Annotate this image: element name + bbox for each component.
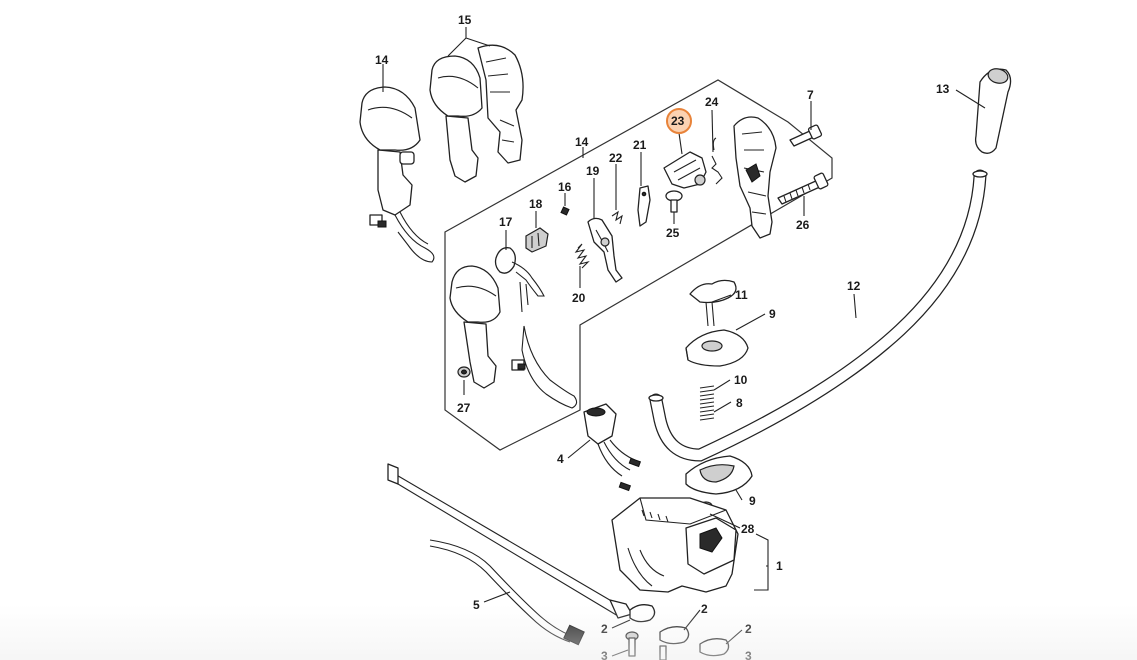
callout-16[interactable]: 16: [558, 180, 572, 194]
screw-part-2[interactable]: [659, 645, 667, 660]
leg-spring-part[interactable]: [711, 137, 723, 185]
callout-13[interactable]: 13: [936, 82, 950, 96]
control-handle-lower[interactable]: [449, 265, 578, 409]
contact-plug-part[interactable]: [494, 247, 545, 313]
rubber-grip-part[interactable]: [974, 67, 1012, 154]
callout-24[interactable]: 24: [705, 95, 719, 109]
callout-21[interactable]: 21: [633, 138, 647, 152]
callout-15[interactable]: 15: [458, 13, 472, 27]
callout-28[interactable]: 28: [741, 522, 755, 536]
long-screw-part[interactable]: [777, 172, 829, 205]
control-handle-assembled[interactable]: [359, 86, 435, 263]
throttle-trigger-part[interactable]: [587, 217, 623, 283]
screw-part-1[interactable]: [625, 631, 639, 657]
clamp-upper-part[interactable]: [685, 329, 749, 367]
callout-2-right[interactable]: 2: [745, 622, 752, 636]
callout-5[interactable]: 5: [473, 598, 480, 612]
callout-1[interactable]: 1: [776, 559, 783, 573]
handle-housing-halves[interactable]: [429, 44, 524, 183]
small-nut-part[interactable]: [560, 206, 570, 216]
slide-lever-part[interactable]: [663, 151, 707, 189]
compression-spring-part[interactable]: [699, 385, 715, 401]
callout-2-mid[interactable]: 2: [701, 602, 708, 616]
callout-3-left[interactable]: 3: [601, 649, 608, 660]
torsion-spring-part[interactable]: [574, 243, 590, 269]
callout-22[interactable]: 22: [609, 151, 623, 165]
wiring-harness-part[interactable]: [429, 539, 585, 646]
callout-10[interactable]: 10: [734, 373, 748, 387]
hex-nut-part[interactable]: [457, 366, 471, 378]
callout-26[interactable]: 26: [796, 218, 810, 232]
callout-17[interactable]: 17: [499, 215, 513, 229]
hose-clamp-part-3[interactable]: [699, 638, 730, 657]
callout-9-lower[interactable]: 9: [749, 494, 756, 508]
callout-11[interactable]: 11: [735, 288, 748, 302]
callout-14-box[interactable]: 14: [575, 135, 589, 149]
handle-housing-right[interactable]: [733, 116, 777, 239]
drive-tube-part[interactable]: [387, 463, 633, 619]
star-knob-part[interactable]: [689, 279, 737, 327]
spring-small-part[interactable]: [611, 210, 623, 225]
callout-27[interactable]: 27: [457, 401, 471, 415]
callout-18[interactable]: 18: [529, 197, 543, 211]
callout-20[interactable]: 20: [572, 291, 586, 305]
hose-clamp-part-1[interactable]: [629, 604, 656, 623]
callout-2-left[interactable]: 2: [601, 622, 608, 636]
callout-7[interactable]: 7: [807, 88, 814, 102]
handle-bracket-housing[interactable]: [611, 497, 739, 593]
callout-9-upper[interactable]: 9: [769, 307, 776, 321]
callout-19[interactable]: 19: [586, 164, 600, 178]
callout-23[interactable]: 23: [671, 114, 685, 128]
handlebar-tube-part[interactable]: [648, 169, 988, 462]
short-circuit-switch-part[interactable]: [583, 403, 642, 492]
highlighted-callout-marker: [666, 108, 692, 134]
interlock-lever-part[interactable]: [637, 185, 651, 227]
spring-part[interactable]: [699, 401, 715, 421]
short-screw-part[interactable]: [789, 124, 823, 147]
contact-block-part[interactable]: [525, 227, 549, 253]
pan-head-screw-part[interactable]: [665, 190, 683, 213]
callout-14[interactable]: 14: [375, 53, 389, 67]
callout-12[interactable]: 12: [847, 279, 861, 293]
callout-8[interactable]: 8: [736, 396, 743, 410]
callout-4[interactable]: 4: [557, 452, 564, 466]
callout-25[interactable]: 25: [666, 226, 680, 240]
assembly-group-outline: [444, 79, 833, 451]
callout-3-right[interactable]: 3: [745, 649, 752, 660]
clamp-lower-part[interactable]: [685, 455, 753, 495]
